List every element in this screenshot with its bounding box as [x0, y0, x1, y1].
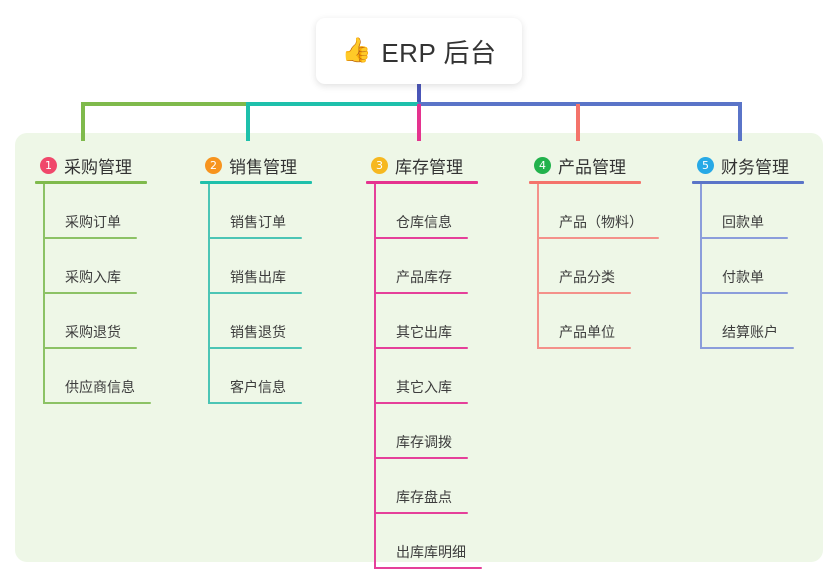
- thumbs-up-icon: 👍: [341, 37, 372, 64]
- leaf-item[interactable]: 产品单位: [537, 294, 631, 349]
- leaf-item[interactable]: 供应商信息: [43, 349, 151, 404]
- branch-number-badge-3: 3: [371, 156, 388, 174]
- leaf-label: 回款单: [722, 214, 764, 230]
- branch-column-1: 1 采购管理 采购订单 采购入库 采购退货 供应商信息: [35, 146, 187, 404]
- leaf-rule: [374, 512, 468, 514]
- leaf-label: 销售出库: [230, 269, 286, 285]
- branch-column-2: 2 销售管理 销售订单 销售出库 销售退货 客户信息: [200, 146, 352, 404]
- leaf-item[interactable]: 采购入库: [43, 239, 137, 294]
- leaf-item[interactable]: 采购退货: [43, 294, 137, 349]
- leaf-label: 采购退货: [65, 324, 121, 340]
- leaf-label: 其它出库: [396, 324, 452, 340]
- leaf-rule: [374, 347, 468, 349]
- branch-header-5[interactable]: 5 财务管理: [692, 146, 839, 184]
- leaf-rule: [537, 292, 631, 294]
- leaf-item[interactable]: 仓库信息: [374, 184, 468, 239]
- leaf-item[interactable]: 库存调拨: [374, 404, 468, 459]
- branch-title-3: 库存管理: [395, 157, 463, 177]
- branch-header-3[interactable]: 3 库存管理: [366, 146, 526, 184]
- branch-title-5: 财务管理: [721, 157, 789, 177]
- leaf-label: 产品单位: [559, 324, 615, 340]
- branch-header-rule-2: [200, 181, 312, 184]
- leaf-item[interactable]: 付款单: [700, 239, 788, 294]
- branch-header-rule-3: [366, 181, 478, 184]
- leaf-label: 产品分类: [559, 269, 615, 285]
- leaf-rule: [43, 292, 137, 294]
- branch-column-5: 5 财务管理 回款单 付款单 结算账户: [692, 146, 839, 349]
- leaf-rule: [374, 237, 468, 239]
- branch-header-rule-4: [529, 181, 641, 184]
- leaf-label: 结算账户: [722, 324, 778, 340]
- leaf-item[interactable]: 产品（物料）: [537, 184, 659, 239]
- branch-column-4: 4 产品管理 产品（物料） 产品分类 产品单位: [529, 146, 699, 349]
- leaf-rule: [700, 347, 794, 349]
- leaf-label: 采购订单: [65, 214, 121, 230]
- leaf-label: 出库库明细: [396, 544, 466, 560]
- leaf-rule: [43, 237, 137, 239]
- branch-title-4: 产品管理: [558, 157, 626, 177]
- leaf-rule: [43, 347, 137, 349]
- leaf-item[interactable]: 其它入库: [374, 349, 468, 404]
- leaf-label: 销售退货: [230, 324, 286, 340]
- leaf-rule: [700, 292, 788, 294]
- branch-title-1: 采购管理: [64, 157, 132, 177]
- branch-stem-3: [374, 184, 376, 569]
- root-title: ERP 后台: [381, 37, 497, 68]
- branch-header-2[interactable]: 2 销售管理: [200, 146, 352, 184]
- leaf-rule: [208, 292, 302, 294]
- branch-number-badge-5: 5: [697, 156, 714, 174]
- branch-header-1[interactable]: 1 采购管理: [35, 146, 187, 184]
- leaf-label: 其它入库: [396, 379, 452, 395]
- leaf-item[interactable]: 采购订单: [43, 184, 137, 239]
- leaf-item[interactable]: 结算账户: [700, 294, 794, 349]
- leaf-rule: [208, 402, 302, 404]
- branch-number-badge-1: 1: [40, 156, 57, 174]
- leaf-item[interactable]: 库存盘点: [374, 459, 468, 514]
- leaf-label: 付款单: [722, 269, 764, 285]
- leaf-rule: [537, 237, 659, 239]
- leaf-label: 库存调拨: [396, 434, 452, 450]
- leaf-rule: [374, 402, 468, 404]
- branch-stem-4: [537, 184, 539, 349]
- leaf-rule: [537, 347, 631, 349]
- leaf-rule: [374, 567, 482, 569]
- leaf-label: 产品（物料）: [559, 214, 643, 230]
- branch-stem-2: [208, 184, 210, 404]
- leaf-item[interactable]: 销售订单: [208, 184, 302, 239]
- leaf-item[interactable]: 销售退货: [208, 294, 302, 349]
- branch-column-3: 3 库存管理 仓库信息 产品库存 其它出库 其它入库 库存调拨 库存盘点: [366, 146, 526, 569]
- leaf-label: 客户信息: [230, 379, 286, 395]
- branch-title-2: 销售管理: [229, 157, 297, 177]
- leaf-rule: [208, 347, 302, 349]
- leaf-rule: [208, 237, 302, 239]
- leaf-item[interactable]: 客户信息: [208, 349, 302, 404]
- branch-header-4[interactable]: 4 产品管理: [529, 146, 699, 184]
- leaf-label: 仓库信息: [396, 214, 452, 230]
- leaf-item[interactable]: 销售出库: [208, 239, 302, 294]
- branch-stem-5: [700, 184, 702, 349]
- branch-number-badge-2: 2: [205, 156, 222, 174]
- leaf-label: 库存盘点: [396, 489, 452, 505]
- leaf-rule: [374, 457, 468, 459]
- leaf-label: 产品库存: [396, 269, 452, 285]
- leaf-item[interactable]: 出库库明细: [374, 514, 482, 569]
- branch-header-rule-5: [692, 181, 804, 184]
- branch-stem-1: [43, 184, 45, 404]
- branch-number-badge-4: 4: [534, 156, 551, 174]
- leaf-item[interactable]: 回款单: [700, 184, 788, 239]
- leaf-item[interactable]: 产品库存: [374, 239, 468, 294]
- leaf-item[interactable]: 产品分类: [537, 239, 631, 294]
- leaf-rule: [700, 237, 788, 239]
- branch-header-rule-1: [35, 181, 147, 184]
- leaf-item[interactable]: 其它出库: [374, 294, 468, 349]
- leaf-rule: [43, 402, 151, 404]
- root-node[interactable]: 👍 ERP 后台: [316, 18, 522, 84]
- leaf-label: 采购入库: [65, 269, 121, 285]
- leaf-label: 销售订单: [230, 214, 286, 230]
- leaf-rule: [374, 292, 468, 294]
- leaf-label: 供应商信息: [65, 379, 135, 395]
